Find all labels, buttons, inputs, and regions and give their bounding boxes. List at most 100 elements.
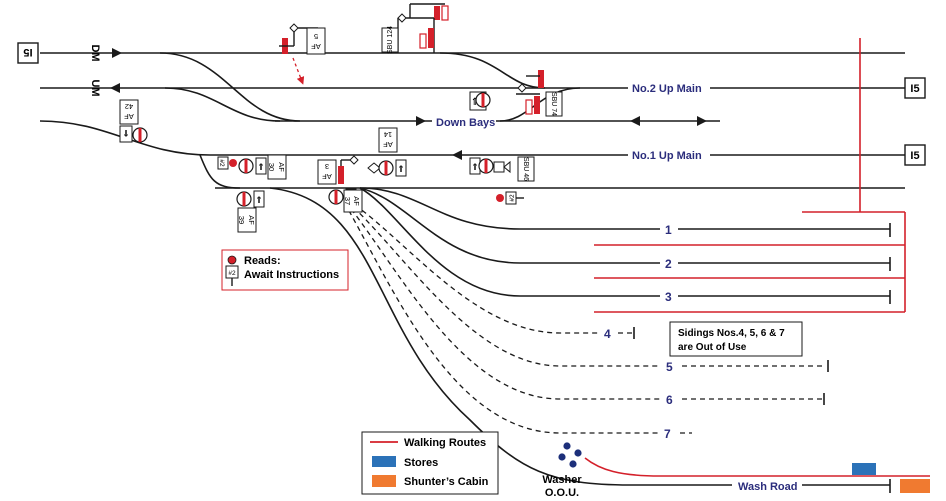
direction-arrows: [110, 48, 707, 160]
plate-sbu74: SBU 74: [545, 91, 563, 117]
out-of-use-line1: Sidings Nos.4, 5, 6 & 7: [678, 328, 785, 339]
end-marker-right-upmain: I5: [904, 77, 926, 99]
signal-sbu74-diamond: [517, 83, 527, 93]
line-label-dm: DM: [89, 44, 101, 61]
signal-sbu74-group: ⇑ SBU 74: [469, 70, 563, 117]
plate-sbu46: SBU 46: [517, 156, 535, 182]
track-labels: No.2 Up Main Down Bays No.1 Up Main Wash…: [432, 80, 802, 493]
signal-af42-arrow: ⇑: [122, 128, 130, 138]
signal-sbu124-diamond: [397, 13, 407, 23]
reads-note: #2 Reads: Await Instructions: [221, 249, 349, 291]
signal-af39-group: ⇑ AF 39: [236, 190, 265, 233]
siding-number-2: 2: [665, 257, 672, 271]
label-down-bays: Down Bays: [436, 117, 495, 129]
signal-af37-group: ⇑ AF 37: [328, 188, 363, 213]
crossover-um-to-bays: [164, 87, 281, 122]
signal-sbu74-head-a: [525, 99, 533, 115]
crossover-to-lower-main: [199, 154, 241, 189]
washer-dot-1: [563, 442, 571, 450]
end-marker-left-top-label: I5: [23, 46, 32, 58]
siding-numbers: 1 2 3 4 5 6 7: [604, 222, 678, 441]
plate-af5: AF 5: [306, 27, 326, 55]
signal-plate-a-disc: [229, 159, 237, 167]
plate-af39-line2: 39: [237, 216, 246, 224]
legend-shunters-cabin-swatch: [372, 475, 396, 487]
plate-af5-line1: AF: [311, 42, 321, 51]
signal-af3-head: [338, 166, 344, 184]
plate-sbu124-text: SBU 124: [387, 26, 394, 54]
legend-walking-route-label: Walking Routes: [404, 437, 486, 449]
shunters-cabin-building: [900, 479, 930, 493]
legend-stores-swatch: [372, 456, 396, 467]
plate-af37-line2: 37: [343, 197, 352, 205]
legend: Walking Routes Stores Shunter’s Cabin: [361, 431, 499, 495]
crossover-dm-to-upmain: [439, 52, 546, 89]
reads-note-plate: #2: [228, 270, 236, 277]
stores-building: [852, 463, 876, 475]
track-siding-7: [339, 194, 660, 434]
signal-sbu46-group: ⇑ SBU 46: [469, 156, 535, 182]
legend-stores-label: Stores: [404, 457, 438, 469]
siding-number-5: 5: [666, 360, 673, 374]
signal-sbu124-head-b: [441, 5, 449, 21]
siding-number-1: 1: [665, 223, 672, 237]
signal-plate-b-group: #2: [496, 191, 524, 205]
plate-sbu46-text: SBU 46: [522, 157, 529, 181]
track-siding-2: [359, 187, 890, 264]
washer-dot-2: [574, 449, 582, 457]
label-wash-road: Wash Road: [738, 481, 798, 493]
signal-af3-group: AF 3 ⇑: [317, 155, 407, 185]
signal-af5-diamond: [289, 23, 299, 33]
signal-sbu124-group: SBU 124: [381, 3, 449, 54]
siding-number-4: 4: [604, 327, 611, 341]
washer-dot-4: [569, 460, 577, 468]
plate-af42-line1: AF: [124, 112, 134, 121]
siding-number-7: 7: [664, 427, 671, 441]
plate-af39-line1: AF: [247, 215, 256, 225]
walking-route-wash: [584, 457, 930, 477]
dashed-sidings: [339, 194, 826, 434]
arrow-bays-right: [416, 116, 426, 126]
crossover-dm-to-bays: [159, 52, 301, 122]
label-no2-up-main: No.2 Up Main: [632, 83, 702, 95]
line-label-um: UM: [89, 79, 101, 96]
stop-blocks: [633, 223, 891, 493]
reads-note-disc: [227, 255, 237, 265]
signal-af14-diamond: [367, 162, 381, 174]
signal-af3-diamond: [349, 155, 359, 165]
signal-af14-group: AF 14: [378, 127, 398, 153]
signal-sbu74-head-c: [538, 70, 544, 88]
arrow-bays-right-2: [697, 116, 707, 126]
plate-af30-line1: AF: [277, 162, 286, 172]
washer-group: Washer O.O.U.: [542, 442, 582, 499]
signal-sbu74-arrow: ⇑: [471, 97, 479, 108]
signal-af39-arrow: ⇑: [255, 195, 263, 205]
out-of-use-line2: are Out of Use: [678, 342, 747, 353]
signal-af30-arrow: ⇑: [257, 162, 265, 172]
signal-sbu74-head-b: [534, 96, 540, 114]
plate-af37-line1: AF: [352, 196, 361, 206]
track-siding-5: [339, 194, 660, 367]
signal-sbu46-arrow: ⇑: [471, 162, 479, 172]
track-siding-3: [359, 187, 890, 297]
arrow-dm-right: [112, 48, 122, 58]
reads-note-line2: Await Instructions: [244, 269, 339, 281]
plate-af14-line2: 14: [384, 130, 392, 139]
track-siding-1: [359, 187, 890, 230]
walking-routes: [584, 38, 930, 477]
signal-af42-group: AF 42 ⇑: [119, 99, 148, 143]
reads-note-line1: Reads:: [244, 255, 281, 267]
plate-a-text: #2: [218, 159, 225, 167]
track-siding-6: [339, 194, 660, 400]
signal-sbu124-lamp-1: [419, 33, 427, 49]
end-marker-right-upmain-label: I5: [910, 83, 919, 95]
siding-number-3: 3: [665, 290, 672, 304]
arrow-bays-left: [630, 116, 640, 126]
plate-af5-line2: 5: [314, 32, 318, 41]
signal-af5-pointer: [292, 57, 305, 85]
signal-af5-group: AF 5: [279, 23, 326, 85]
washer-line2: O.O.U.: [545, 487, 579, 499]
signal-plate-b-disc: [496, 194, 504, 202]
track-wash-road: [269, 187, 890, 486]
